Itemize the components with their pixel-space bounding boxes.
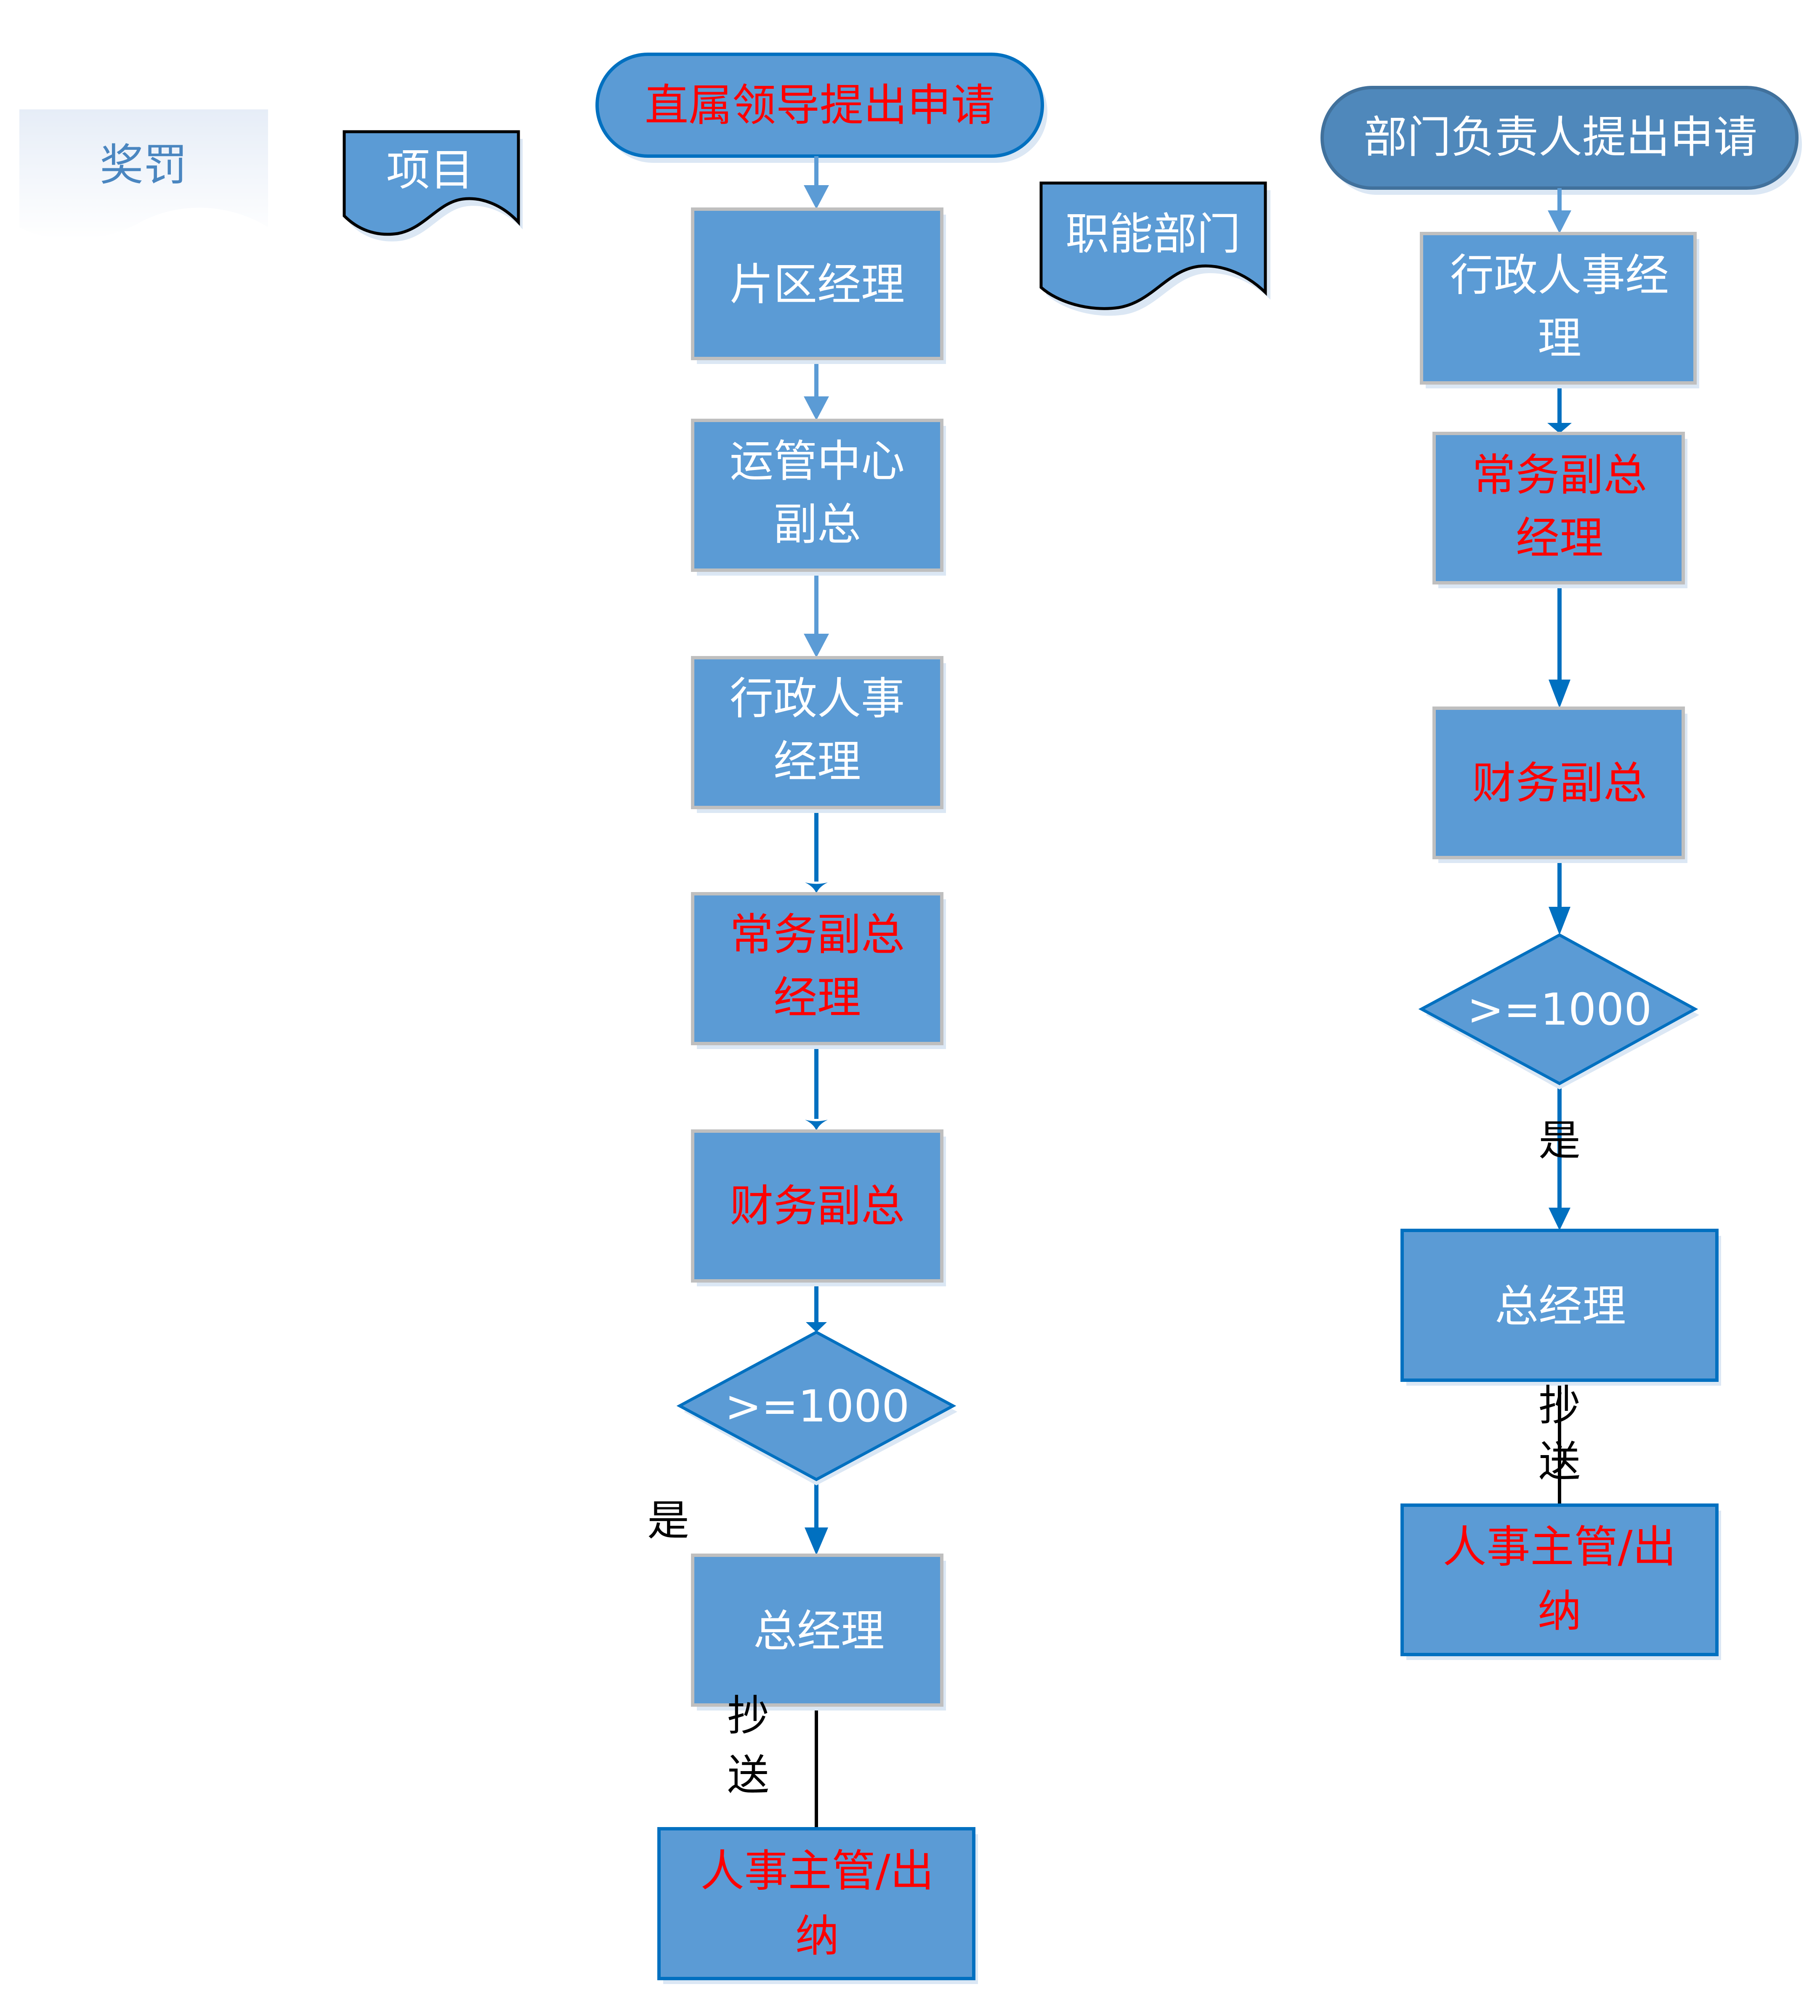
functional-step-general-manager[interactable]: 总经理 [1400, 1229, 1721, 1386]
project-step-general-manager[interactable]: 总经理 [691, 1554, 946, 1711]
arrowhead-icon [1547, 423, 1572, 433]
cc-label-line2: 送 [1538, 1437, 1581, 1486]
project-flow: 直属领导提出申请 片区经理 运管中心 副总 [595, 53, 1047, 1984]
project-decision[interactable]: >=1000 [676, 1331, 957, 1485]
title-card: 奖罚 [19, 109, 268, 239]
functional-flow: 部门负责人提出申请 行政人事经 理 常务副总 经理 财务副 [1320, 86, 1802, 1660]
arrowhead-icon [805, 1527, 828, 1555]
project-start-label: 直属领导提出申请 [645, 80, 995, 131]
decision-label: >=1000 [1467, 984, 1652, 1035]
arrowhead-icon [805, 1120, 828, 1131]
step-label-line1: 行政人事 [730, 673, 905, 724]
project-step-ops-vp[interactable]: 运管中心 副总 [691, 419, 946, 576]
step-label: 片区经理 [730, 259, 905, 310]
step-label-line2: 纳 [795, 1910, 839, 1962]
step-label: 财务副总 [1472, 757, 1647, 809]
project-cc-hr-cashier[interactable]: 人事主管/出 纳 [657, 1827, 978, 1984]
step-label-line2: 纳 [1538, 1586, 1581, 1637]
arrowhead-icon [1549, 907, 1570, 935]
arrowhead-icon [804, 634, 829, 658]
cc-label-line1: 抄 [1538, 1381, 1581, 1430]
functional-step-executive-vp[interactable]: 常务副总 经理 [1432, 432, 1687, 588]
project-step-finance-vp[interactable]: 财务副总 [691, 1129, 946, 1286]
decision-label: >=1000 [725, 1381, 910, 1432]
step-label-line1: 人事主管/出 [1443, 1521, 1676, 1572]
arrowhead-icon [1548, 210, 1571, 234]
arrowhead-icon [805, 882, 828, 894]
step-label-line1: 常务副总 [730, 909, 905, 960]
arrowhead-icon [1549, 680, 1570, 708]
diagram-title: 奖罚 [100, 139, 187, 191]
category-functional-doc: 职能部门 [1039, 181, 1270, 316]
yes-label: 是 [1538, 1116, 1581, 1165]
arrowhead-icon [804, 185, 829, 209]
step-label: 总经理 [753, 1605, 885, 1657]
functional-cc-hr-cashier[interactable]: 人事主管/出 纳 [1400, 1503, 1721, 1660]
project-step-admin-hr-manager[interactable]: 行政人事 经理 [691, 656, 946, 813]
step-label: 财务副总 [730, 1180, 905, 1232]
project-start-node[interactable]: 直属领导提出申请 [595, 53, 1047, 163]
cc-label-line1: 抄 [727, 1691, 769, 1740]
step-label-line2: 副总 [773, 499, 861, 550]
cc-label-line2: 送 [727, 1750, 769, 1800]
step-label-line2: 经理 [1516, 513, 1603, 564]
functional-step-finance-vp[interactable]: 财务副总 [1432, 707, 1687, 863]
step-label: 总经理 [1495, 1280, 1626, 1332]
functional-start-label: 部门负责人提出申请 [1363, 112, 1757, 163]
project-step-executive-vp[interactable]: 常务副总 经理 [691, 892, 946, 1049]
category-project-label: 项目 [386, 144, 474, 196]
arrowhead-icon [806, 1322, 827, 1332]
category-functional-label: 职能部门 [1065, 208, 1241, 260]
step-label-line1: 运管中心 [730, 436, 905, 487]
category-project-doc: 项目 [343, 130, 523, 242]
arrowhead-icon [1549, 1208, 1570, 1230]
functional-start-node[interactable]: 部门负责人提出申请 [1320, 86, 1802, 195]
step-label-line1: 常务副总 [1472, 449, 1647, 501]
step-label-line2: 经理 [773, 972, 861, 1023]
arrowhead-icon [804, 396, 829, 420]
project-step-district-manager[interactable]: 片区经理 [691, 207, 946, 364]
functional-decision[interactable]: >=1000 [1418, 933, 1699, 1089]
step-label-line2: 理 [1538, 313, 1581, 364]
yes-label: 是 [647, 1496, 689, 1545]
step-label-line1: 人事主管/出 [700, 1845, 934, 1896]
functional-step-admin-hr-manager[interactable]: 行政人事经 理 [1420, 232, 1699, 388]
step-label-line1: 行政人事经 [1450, 250, 1669, 301]
step-label-line2: 经理 [773, 736, 861, 787]
